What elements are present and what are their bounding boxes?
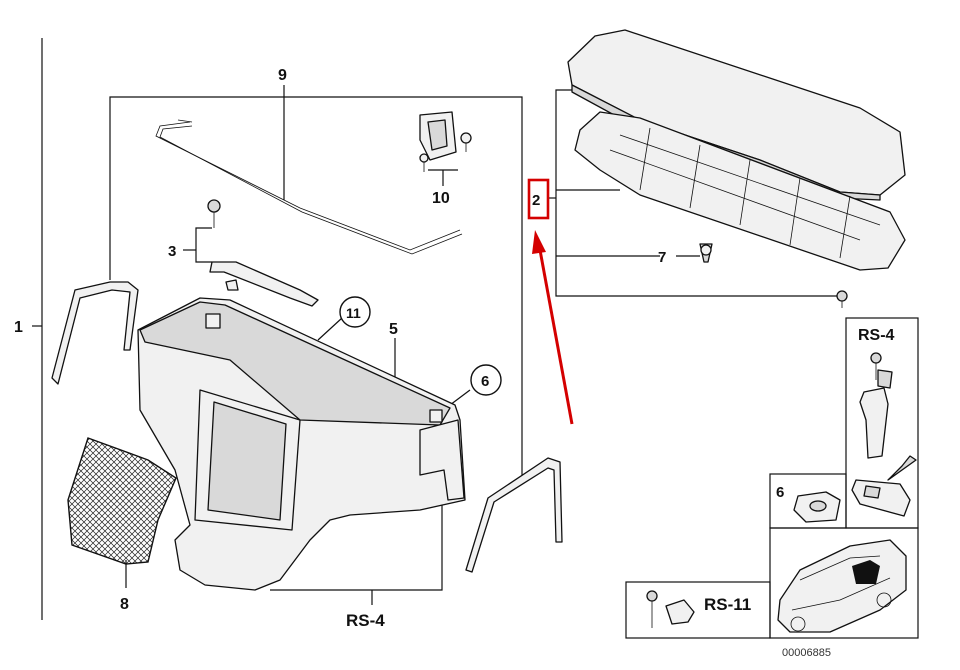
side-seal-left: [51, 281, 139, 385]
diagram-number: 00006885: [782, 647, 831, 659]
callout-8: 8: [120, 596, 129, 613]
rs4-inset-parts: [851, 352, 917, 517]
callout-2: 2: [532, 192, 540, 209]
clip-part-6: [793, 491, 841, 523]
storage-tray-part-5: [137, 297, 466, 591]
callout-3: 3: [168, 243, 176, 260]
callout-9: 9: [278, 67, 287, 84]
callout-2-highlight: [527, 178, 550, 220]
callout-6-box: 6: [776, 484, 784, 501]
callout-6: 6: [481, 373, 489, 390]
callout-10: 10: [432, 190, 450, 207]
bracket-part-10: [419, 111, 472, 172]
leader-lines: [32, 38, 840, 620]
callout-labels: 1 2 3 5 6 7 8 9 10 11 RS-4 RS-4 6 RS-11 …: [14, 67, 895, 659]
callout-rs11-box: RS-11: [704, 595, 751, 614]
callout-6-circle: [470, 364, 502, 396]
callout-5: 5: [389, 321, 398, 338]
callout-11-circle: [339, 296, 371, 328]
seal-strip-part-9: [155, 119, 463, 255]
inset-boxes: [625, 317, 919, 639]
rs11-inset-parts: [646, 590, 695, 628]
callout-rs4-bottom: RS-4: [346, 611, 385, 630]
car-location-illustration: [777, 539, 907, 633]
side-seal-right: [465, 457, 563, 573]
bracket-part-3: [207, 199, 319, 307]
highlight-arrow: [532, 230, 574, 425]
callout-1: 1: [14, 319, 23, 336]
callout-7: 7: [658, 249, 666, 266]
callout-11: 11: [346, 305, 361, 321]
mesh-net-part-8: [67, 437, 177, 565]
callout-rs4-box: RS-4: [858, 327, 895, 344]
rear-shelf-part-2: [567, 29, 906, 308]
